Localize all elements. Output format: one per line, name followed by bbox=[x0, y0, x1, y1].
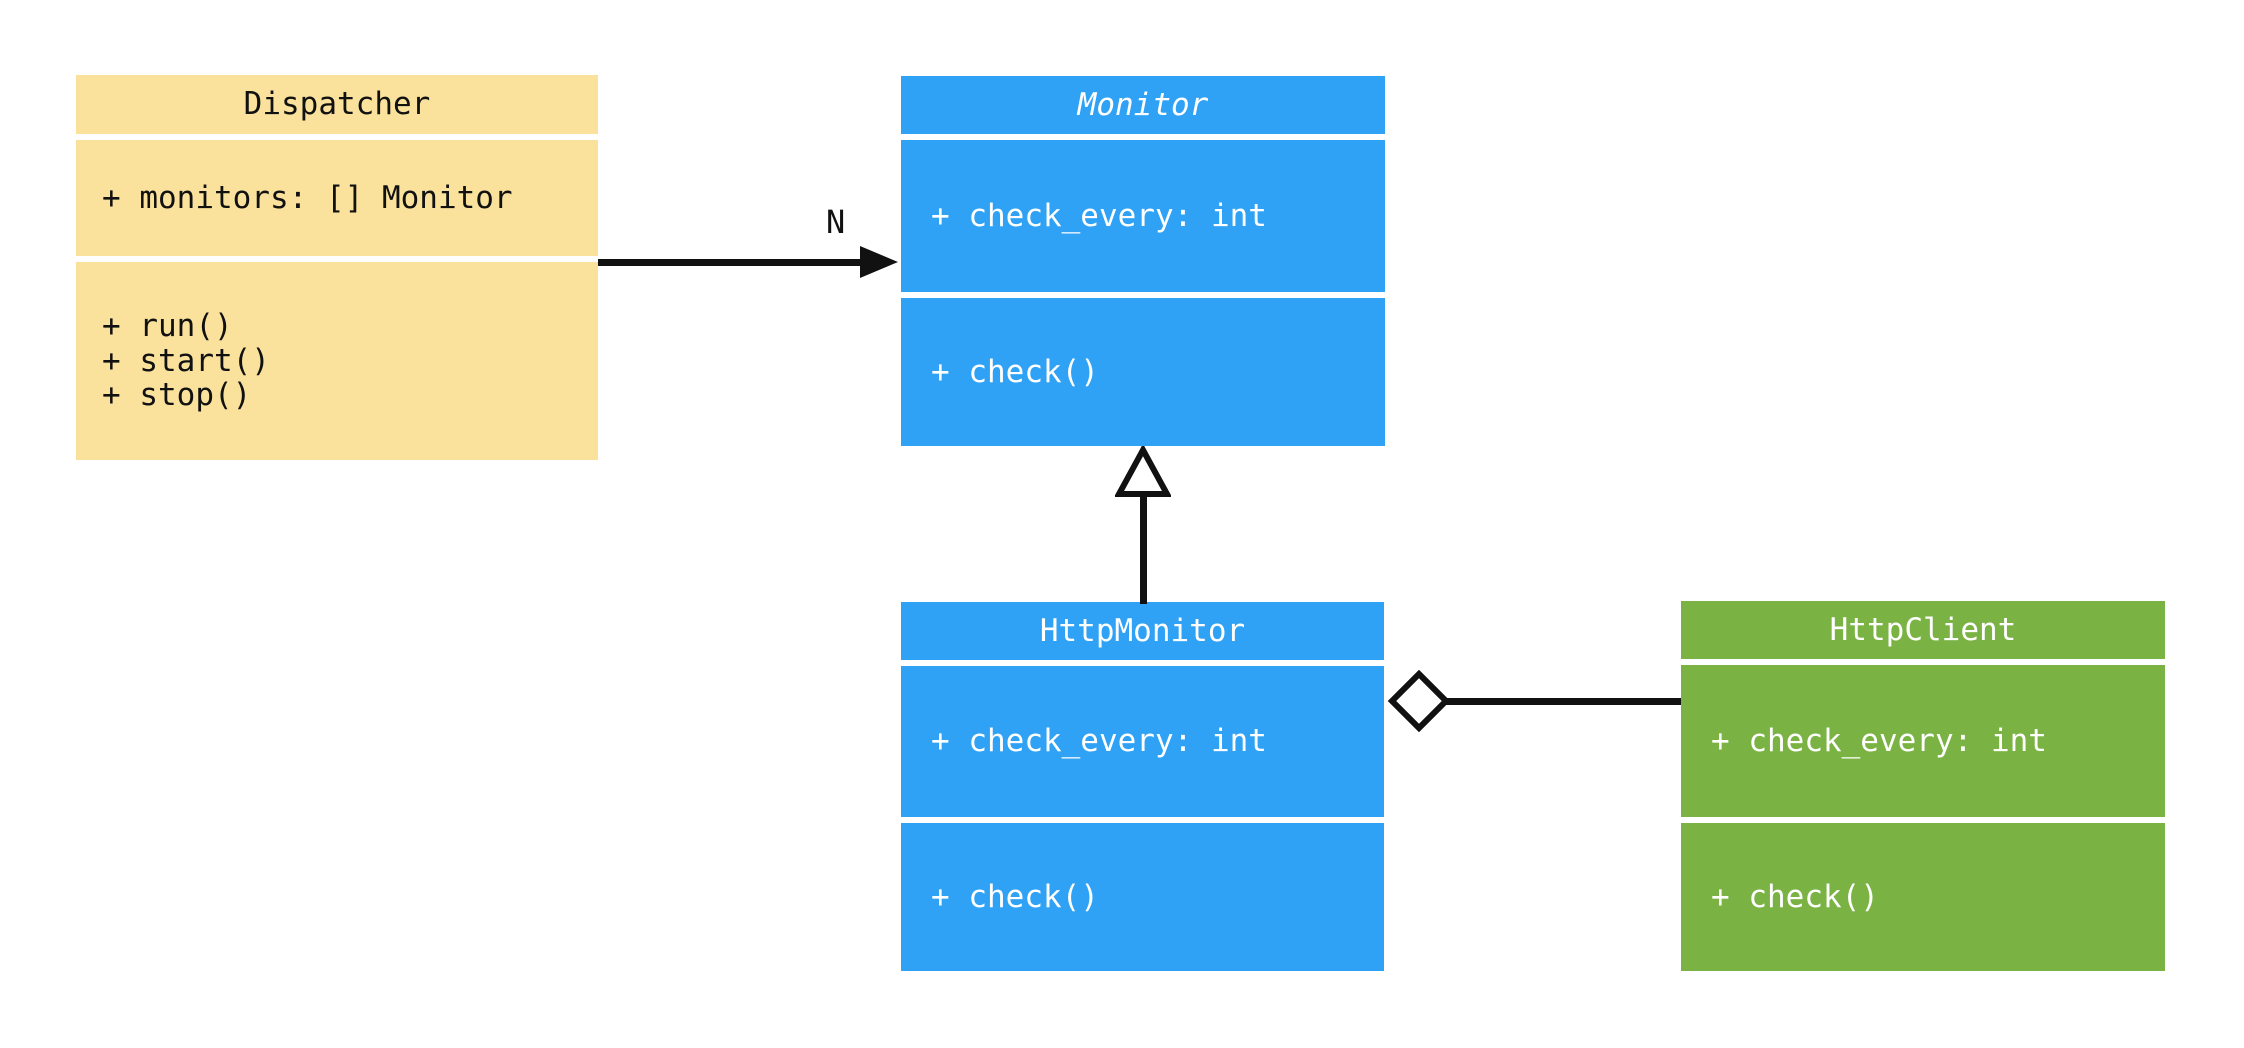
class-method: + check() bbox=[931, 878, 1099, 915]
class-attributes-section: + monitors: [] Monitor bbox=[76, 140, 598, 256]
association-multiplicity-label: N bbox=[826, 203, 846, 241]
class-name: Dispatcher bbox=[243, 86, 431, 123]
hollow-diamond-shape[interactable] bbox=[1388, 670, 1450, 732]
association-edge-dispatcher-monitor[interactable] bbox=[598, 259, 865, 266]
class-attributes-section: + check_every: int bbox=[901, 666, 1384, 817]
class-methods-section: + check() bbox=[1681, 823, 2165, 971]
inheritance-edge-httpmonitor-monitor[interactable] bbox=[1140, 492, 1147, 604]
class-node-monitor[interactable]: Monitor + check_every: int + check() bbox=[901, 76, 1385, 446]
class-title-bar: HttpMonitor bbox=[901, 602, 1384, 660]
class-attributes-section: + check_every: int bbox=[1681, 665, 2165, 817]
class-title-bar: Dispatcher bbox=[76, 75, 598, 134]
class-methods-section: + check() bbox=[901, 823, 1384, 971]
class-name: HttpClient bbox=[1829, 611, 2017, 648]
hollow-triangle-shape[interactable] bbox=[1115, 446, 1171, 497]
class-name: Monitor bbox=[1077, 86, 1209, 123]
aggregation-edge-httpmonitor-httpclient[interactable] bbox=[1446, 698, 1681, 705]
class-method: + stop() bbox=[102, 377, 252, 414]
class-method: + run() bbox=[102, 307, 233, 344]
aggregation-diamond-icon[interactable] bbox=[1388, 670, 1450, 732]
class-node-httpmonitor[interactable]: HttpMonitor + check_every: int + check() bbox=[901, 602, 1384, 971]
class-method: + check() bbox=[931, 353, 1099, 390]
class-attribute: + check_every: int bbox=[1711, 722, 2047, 759]
class-title-bar: HttpClient bbox=[1681, 601, 2165, 659]
class-attribute: + monitors: [] Monitor bbox=[102, 179, 513, 216]
arrowhead-shape[interactable] bbox=[860, 246, 898, 278]
class-attribute: + check_every: int bbox=[931, 197, 1267, 234]
class-method: + start() bbox=[102, 342, 270, 379]
class-method: + check() bbox=[1711, 878, 1879, 915]
class-methods-section: + check() bbox=[901, 298, 1385, 446]
class-name: HttpMonitor bbox=[1039, 612, 1246, 649]
class-node-dispatcher[interactable]: Dispatcher + monitors: [] Monitor + run(… bbox=[76, 75, 598, 460]
inheritance-triangle-icon[interactable] bbox=[1115, 446, 1171, 498]
class-title-bar: Monitor bbox=[901, 76, 1385, 134]
class-attributes-section: + check_every: int bbox=[901, 140, 1385, 292]
class-node-httpclient[interactable]: HttpClient + check_every: int + check() bbox=[1681, 601, 2165, 971]
class-attribute: + check_every: int bbox=[931, 723, 1267, 760]
association-arrowhead-icon[interactable] bbox=[860, 246, 898, 278]
class-methods-section: + run() + start() + stop() bbox=[76, 262, 598, 460]
